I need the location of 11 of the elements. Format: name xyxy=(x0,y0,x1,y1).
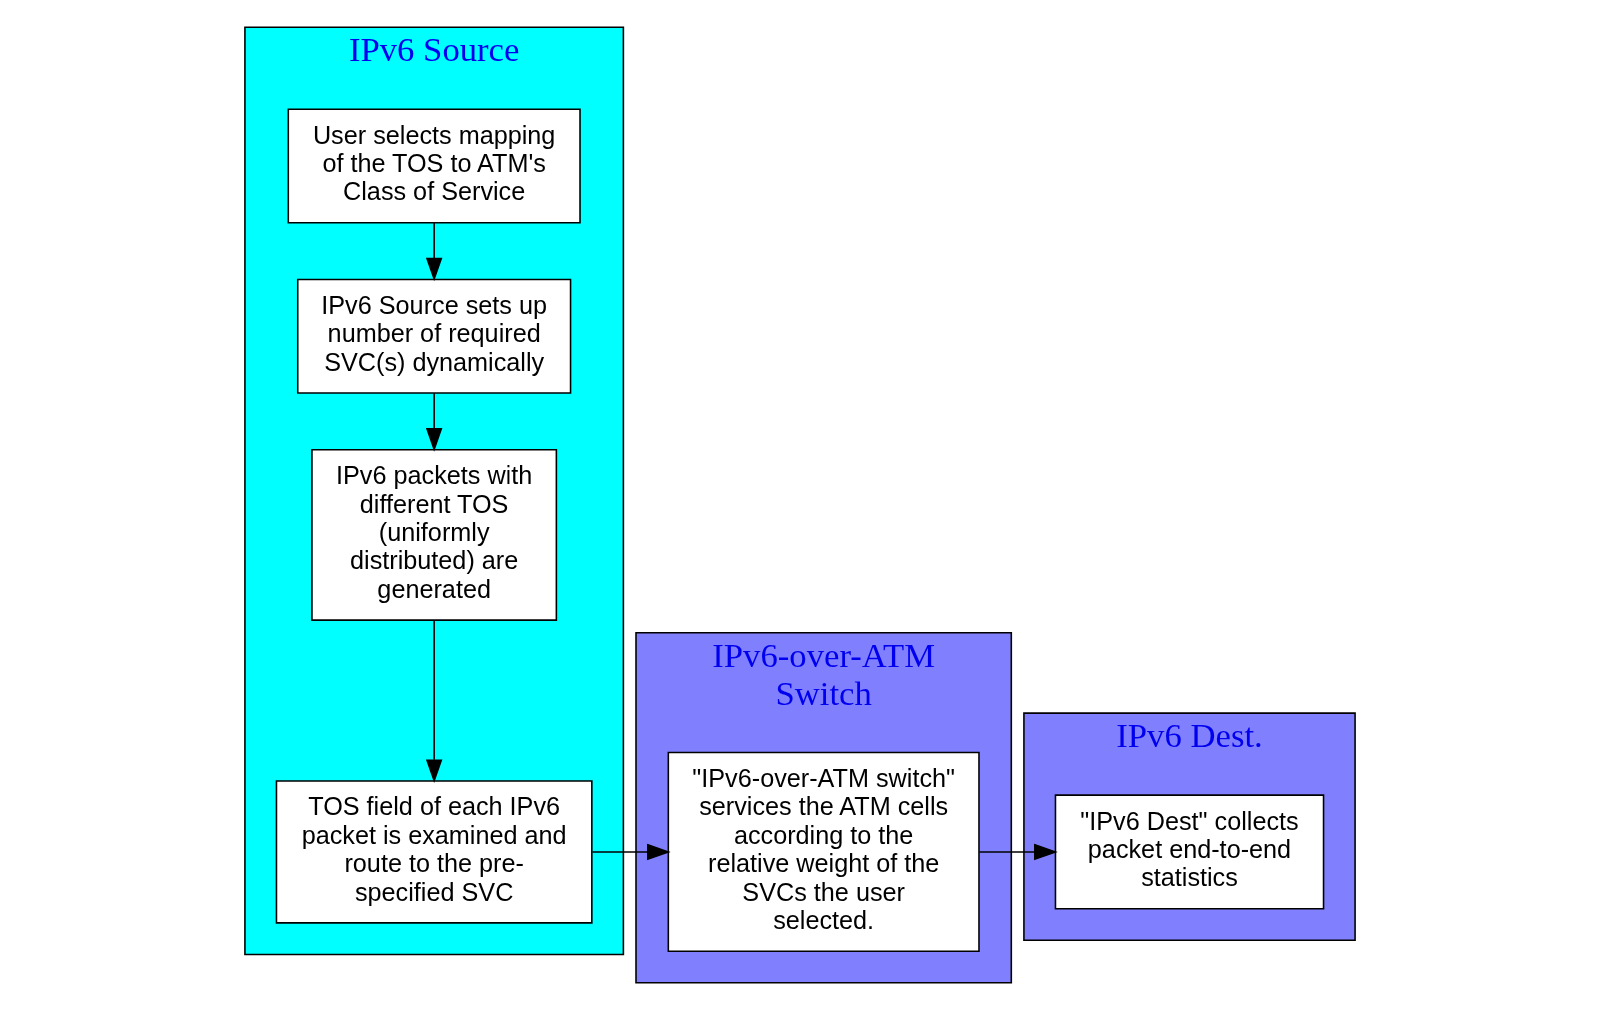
arrow xyxy=(425,392,443,452)
arrow xyxy=(425,221,443,282)
node-box: IPv6 Source sets up number of required SVC(s) dynamically xyxy=(296,278,572,394)
arrow xyxy=(978,843,1058,861)
node-box: User selects mapping of the TOS to ATM's Class of Service xyxy=(287,108,581,224)
node-box: "IPv6-over-ATM switch" services the ATM cells according to the relative weight of the SVCs the user selected. xyxy=(667,751,980,953)
arrow xyxy=(425,619,443,784)
node-box: "IPv6 Dest" collects packet end-to-end statistics xyxy=(1054,794,1325,910)
node-box: IPv6 packets with different TOS (uniformly distributed) are generated xyxy=(311,449,558,621)
arrow xyxy=(591,843,671,861)
node-box: TOS field of each IPv6 packet is examined and route to the pre-specified SVC xyxy=(275,780,593,924)
